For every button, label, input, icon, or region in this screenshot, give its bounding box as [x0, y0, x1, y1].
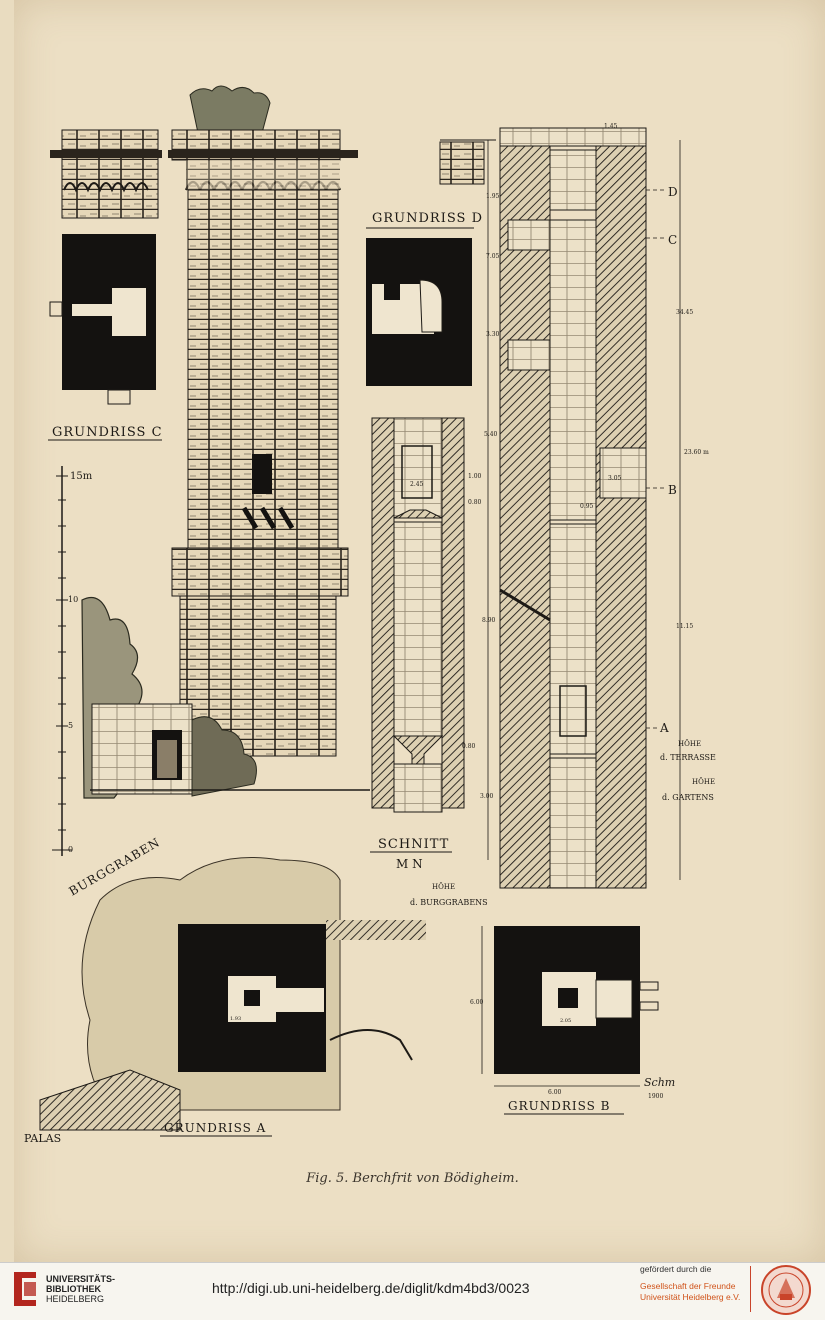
label-hoehe-terrasse-1: HÖHE [678, 739, 701, 748]
dim-3: 3.30 [486, 331, 500, 338]
dim-13: 6.00 [470, 999, 484, 1006]
dim-17: 2.45 [410, 481, 424, 488]
dim-2: 7.05 [486, 253, 500, 260]
ub-heidelberg-name[interactable]: UNIVERSITÄTS- BIBLIOTHEK HEIDELBERG [46, 1274, 115, 1304]
tower-elevation [168, 85, 358, 757]
dim-18: 3.05 [608, 475, 622, 482]
dim-1: 1.95 [486, 193, 500, 200]
footer-bar [0, 1262, 825, 1320]
monogram-year: 1900 [648, 1093, 663, 1100]
label-palas: PALAS [24, 1132, 61, 1145]
label-hoehe-graben-2: d. BURGGRABENS [410, 898, 488, 907]
university-seal-icon [761, 1265, 811, 1315]
scale-unit: 15m [70, 471, 93, 482]
footer-divider [750, 1266, 751, 1312]
library-line-1: UNIVERSITÄTS- [46, 1274, 116, 1284]
plan-b [481, 926, 659, 1087]
dim-6: 11.15 [676, 623, 693, 630]
library-line-3: HEIDELBERG [46, 1294, 105, 1304]
plan-a [39, 857, 426, 1131]
label-grundriss-a: GRUNDRISS A [164, 1121, 266, 1135]
library-line-2: BIBLIOTHEK [46, 1284, 101, 1294]
plan-d [366, 238, 472, 386]
sponsor-org-line-2: Universität Heidelberg e.V. [640, 1292, 741, 1302]
dimension-lines [487, 140, 681, 880]
dim-15: 2.05 [560, 1018, 571, 1024]
mark-c: C [668, 233, 677, 247]
section-main [439, 127, 647, 889]
dim-12: 3.00 [480, 793, 494, 800]
dim-10: 8.90 [482, 617, 496, 624]
label-hoehe-graben-1: HÖHE [432, 882, 455, 891]
dim-5: 23.60 m [684, 449, 709, 456]
dim-8: 1.00 [468, 473, 482, 480]
figure-caption: Fig. 5. Berchfrit von Bödigheim. [306, 1171, 519, 1186]
dim-7: 5.40 [484, 431, 498, 438]
dim-16: 1.93 [230, 1016, 241, 1022]
scale-tick-10: 10 [68, 595, 78, 604]
plan-c [49, 234, 156, 405]
ub-heidelberg-logo-icon[interactable] [10, 1268, 40, 1310]
dim-11: 0.80 [462, 743, 476, 750]
scale-bar [52, 466, 72, 856]
scale-tick-0: 0 [68, 845, 73, 854]
dim-19: 0.95 [580, 503, 594, 510]
label-schnitt: SCHNITT [378, 837, 449, 852]
left-elevation-top [50, 129, 162, 219]
sponsor-block[interactable]: gefördert durch die Gesellschaft der Fre… [640, 1264, 750, 1303]
label-schnitt-sub: M N [396, 857, 423, 871]
architectural-plate: GRUNDRISS C 15m 10 5 0 [24, 85, 716, 1145]
label-hoehe-garten-1: HÖHE [692, 777, 715, 786]
dim-top: 1.45 [604, 123, 618, 130]
scale-tick-5: 5 [68, 721, 73, 730]
dim-14: 6.00 [548, 1089, 562, 1096]
label-grundriss-b: GRUNDRISS B [508, 1099, 611, 1113]
mark-b: B [668, 483, 677, 497]
tree-vegetation [81, 596, 370, 799]
sponsor-intro: gefördert durch die [640, 1264, 712, 1274]
monogram: Schm [644, 1076, 675, 1089]
label-hoehe-garten-2: d. GARTENS [662, 793, 714, 802]
label-hoehe-terrasse-2: d. TERRASSE [660, 753, 716, 762]
mark-a: A [659, 721, 669, 735]
sponsor-org-line-1: Gesellschaft der Freunde [640, 1281, 736, 1291]
label-grundriss-c: GRUNDRISS C [52, 425, 163, 440]
mark-d: D [668, 185, 678, 199]
dim-4: 34.45 [676, 309, 693, 316]
label-grundriss-d: GRUNDRISS D [372, 211, 483, 226]
permalink-url[interactable]: http://digi.ub.uni-heidelberg.de/diglit/… [212, 1280, 530, 1296]
section-mn [371, 417, 465, 813]
dim-9: 0.80 [468, 499, 482, 506]
